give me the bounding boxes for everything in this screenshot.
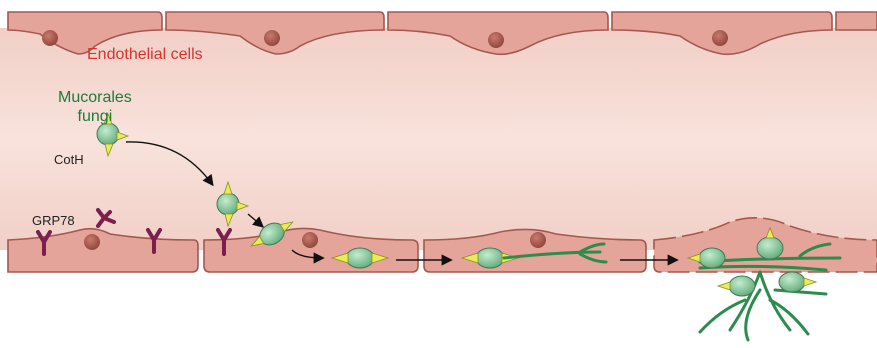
nucleus — [488, 32, 504, 48]
coth-label: CotH — [54, 152, 84, 167]
mucorales-label-line2: fungi — [58, 107, 132, 126]
nucleus — [530, 232, 546, 248]
mucorales-fungi-label: Mucorales fungi — [58, 88, 132, 126]
endothelial-cells-label: Endothelial cells — [87, 46, 203, 64]
nucleus — [712, 30, 728, 46]
nucleus — [302, 232, 318, 248]
nucleus — [84, 234, 100, 250]
mucorales-label-line1: Mucorales — [58, 88, 132, 107]
nucleus — [42, 30, 58, 46]
grp78-label: GRP78 — [32, 213, 75, 228]
nucleus — [264, 30, 280, 46]
